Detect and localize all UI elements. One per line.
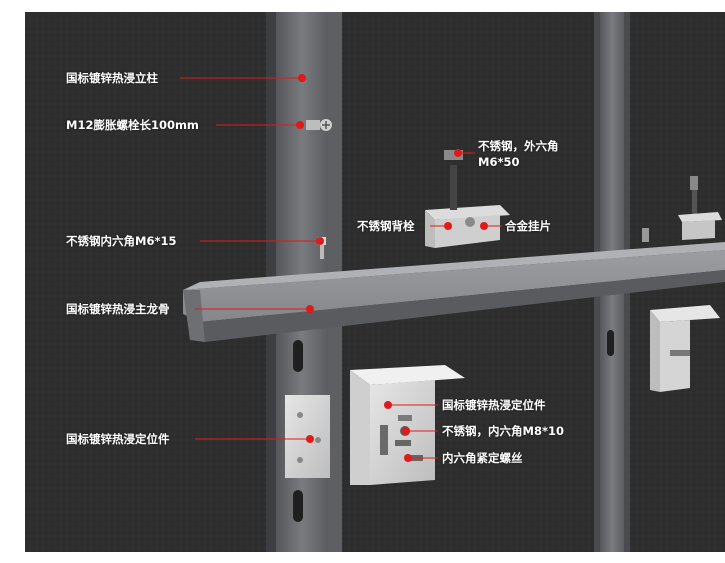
label-column: 国标镀锌热浸立柱 <box>66 71 158 85</box>
leader-dot-positioning-right <box>384 401 392 409</box>
leader-dot-m8 <box>402 427 410 435</box>
leader-dot-main-keel <box>306 305 314 313</box>
leader-dot-hex-bolt <box>454 149 462 157</box>
leader-dot-expansion-bolt <box>296 121 304 129</box>
leader-dot-alloy-hanger <box>480 222 488 230</box>
label-positioning-right: 国标镀锌热浸定位件 <box>442 398 546 412</box>
label-set-screw: 内六角紧定螺丝 <box>442 451 523 465</box>
label-hex-bolt-line2: M6*50 <box>478 155 520 169</box>
expansion-bolt <box>306 119 332 131</box>
leader-dot-set-screw <box>404 454 412 462</box>
label-hex-bolt-line1: 不锈钢，外六角 <box>478 139 559 153</box>
label-back-bolt: 不锈钢背栓 <box>357 219 415 233</box>
label-inner-hex-m6: 不锈钢内六角M6*15 <box>66 234 177 248</box>
leader-dot-positioning-left <box>306 435 314 443</box>
label-expansion-bolt: M12膨胀螺栓长100mm <box>66 118 199 132</box>
main-keel <box>183 242 725 342</box>
label-main-keel: 国标镀锌热浸主龙骨 <box>66 302 170 316</box>
leader-dot-inner-hex <box>316 237 324 245</box>
far-right-top-bracket <box>642 176 722 242</box>
leader-dot-back-bolt <box>444 222 452 230</box>
label-alloy-hanger: 合金挂片 <box>505 219 551 233</box>
leader-lines <box>180 74 502 462</box>
leader-dot-column <box>298 74 306 82</box>
label-inner-hex-m8: 不锈钢，内六角M8*10 <box>442 424 564 438</box>
label-positioning-left: 国标镀锌热浸定位件 <box>66 432 170 446</box>
far-right-bracket <box>650 305 720 392</box>
